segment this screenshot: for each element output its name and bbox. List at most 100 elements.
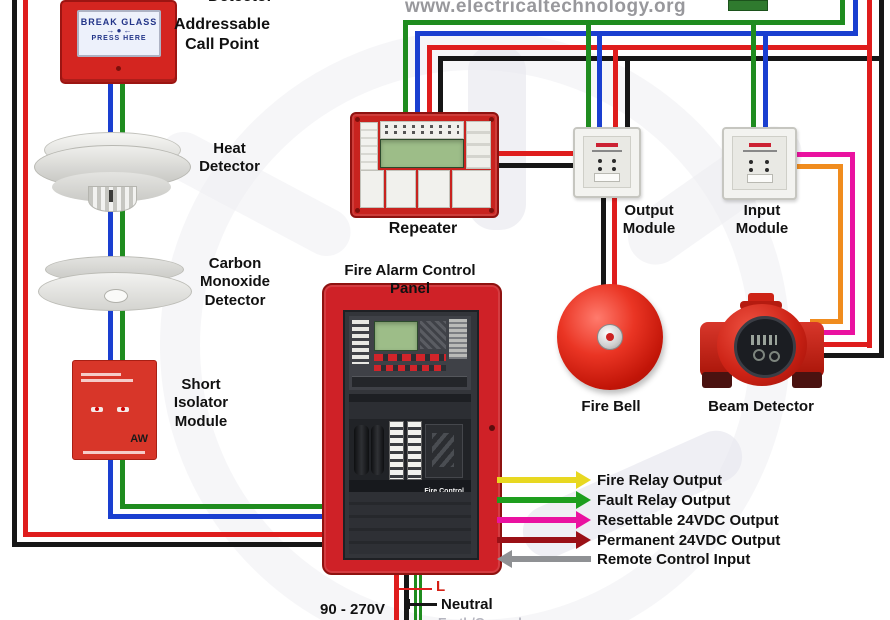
cut-bottom-label: Earth/Ground Connection bbox=[438, 616, 578, 620]
wire-green-bottom-horizontal bbox=[120, 504, 324, 509]
facp-terminal-strip-1 bbox=[389, 421, 404, 480]
carbon-monoxide-detector bbox=[38, 256, 192, 311]
facp-bottom-panel bbox=[349, 492, 471, 554]
repeater-right-buttons bbox=[466, 121, 491, 169]
wire-black-left-vertical bbox=[12, 0, 17, 547]
facp-control-board bbox=[349, 316, 471, 390]
repeater-bottom-module-2 bbox=[386, 170, 416, 208]
live-label: L bbox=[436, 578, 446, 595]
wire-red-top-horizontal bbox=[427, 45, 872, 50]
fire-relay-output-arrow bbox=[497, 471, 591, 489]
permanent-24vdc-output-label: Permanent 24VDC Output bbox=[597, 532, 781, 549]
repeater-led-strip bbox=[380, 121, 464, 139]
beam-detector-label: Beam Detector bbox=[708, 398, 814, 415]
repeater-panel bbox=[350, 112, 499, 218]
input-module-terminal-4 bbox=[765, 168, 769, 172]
repeater-label: Repeater bbox=[388, 220, 458, 237]
beam-detector-lens bbox=[734, 316, 796, 378]
addressable-call-point: BREAK GLASS → ● ← PRESS HERE bbox=[60, 0, 177, 84]
fire-relay-arrow-head bbox=[576, 471, 591, 489]
input-module-slot bbox=[746, 174, 773, 183]
facp-red-button-row-1 bbox=[374, 354, 446, 361]
heat-detector bbox=[34, 130, 191, 212]
wire-black-mains-neutral bbox=[404, 569, 409, 620]
facp-brand: Fire Control bbox=[424, 486, 471, 498]
wire-green-top-horizontal bbox=[403, 20, 845, 25]
fault-relay-output-arrow bbox=[497, 491, 591, 509]
remote-control-arrow-shaft bbox=[511, 556, 591, 562]
watermark-text: www.electricaltechnology.org bbox=[405, 0, 687, 17]
fire-bell bbox=[557, 284, 663, 390]
isolator-led-2 bbox=[117, 407, 129, 412]
wire-orange-right-vertical bbox=[838, 164, 843, 324]
wire-green-earth-1 bbox=[414, 569, 417, 620]
isolator-footer-line bbox=[83, 451, 145, 454]
fire-relay-output-label: Fire Relay Output bbox=[597, 472, 723, 489]
wire-black-bell-drop bbox=[601, 193, 606, 290]
facp-terminal-strip-2 bbox=[407, 421, 422, 480]
wire-black-bottom-horizontal bbox=[12, 542, 324, 547]
wire-orange-input-horizontal bbox=[791, 164, 843, 169]
wire-black-repeater-drop bbox=[438, 56, 443, 114]
cut-top-right-label bbox=[728, 0, 768, 11]
fault-relay-arrow-shaft bbox=[497, 497, 577, 503]
wire-magenta-input-horizontal bbox=[791, 152, 855, 157]
repeater-bottom-module-4 bbox=[452, 170, 491, 208]
input-module-face bbox=[732, 136, 787, 190]
wire-blue-bottom-horizontal bbox=[108, 514, 324, 519]
wire-blue-repeater-drop bbox=[415, 31, 420, 114]
remote-control-input-label: Remote Control Input bbox=[597, 551, 751, 568]
repeater-screw-br bbox=[489, 208, 494, 213]
facp-battery-1 bbox=[354, 425, 369, 475]
facp-red-button-row-2 bbox=[374, 365, 446, 371]
repeater-lcd-screen bbox=[380, 139, 464, 168]
isolator-text-line-1 bbox=[81, 373, 121, 376]
wire-blue-output-module-drop bbox=[597, 34, 602, 129]
repeater-screw-bl bbox=[355, 208, 360, 213]
fire-relay-arrow-shaft bbox=[497, 477, 577, 483]
isolator-led-1 bbox=[91, 407, 103, 412]
wire-red-bottom-horizontal bbox=[23, 532, 324, 537]
output-module-slot bbox=[594, 173, 620, 182]
wire-black-repeater-to-output bbox=[495, 163, 575, 168]
facp-right-label-card bbox=[449, 319, 467, 359]
permanent-arrow-head bbox=[576, 531, 591, 549]
wire-black-beam-horizontal bbox=[810, 353, 884, 358]
input-module-terminal-1 bbox=[749, 160, 753, 164]
call-point-label: Addressable Call Point bbox=[173, 16, 271, 53]
beam-detector bbox=[700, 292, 824, 394]
neutral-callout-tick bbox=[407, 599, 410, 609]
wire-black-top-horizontal bbox=[438, 56, 884, 61]
permanent-arrow-shaft bbox=[497, 537, 577, 543]
wire-green-input-module-drop bbox=[751, 23, 756, 129]
input-module bbox=[722, 127, 797, 200]
isolator-text-line-2 bbox=[81, 379, 133, 382]
cut-top-label-box: Detector bbox=[208, 0, 304, 7]
fire-bell-label: Fire Bell bbox=[581, 398, 641, 415]
heat-detector-tip bbox=[109, 190, 113, 202]
facp-mid-bay bbox=[349, 402, 471, 419]
wire-red-output-module-drop bbox=[613, 48, 618, 129]
resettable-arrow-head bbox=[576, 511, 591, 529]
break-glass-panel: BREAK GLASS → ● ← PRESS HERE bbox=[77, 10, 161, 57]
fault-relay-arrow-head bbox=[576, 491, 591, 509]
output-module-terminal-3 bbox=[612, 159, 616, 163]
isolator-brand-logo: AW bbox=[130, 433, 148, 445]
wire-black-right-vertical bbox=[879, 0, 884, 357]
cut-top-label: Detector bbox=[208, 0, 273, 7]
wire-black-output-module-drop bbox=[625, 58, 630, 129]
neutral-label: Neutral bbox=[441, 596, 493, 613]
fire-alarm-control-panel: Fire Control bbox=[322, 283, 502, 575]
output-module-label-bar bbox=[596, 143, 618, 147]
output-module bbox=[573, 127, 641, 198]
break-glass-text: BREAK GLASS bbox=[80, 17, 158, 27]
repeater-left-strip bbox=[360, 122, 378, 176]
fault-relay-output-label: Fault Relay Output bbox=[597, 492, 731, 509]
input-module-terminal-3 bbox=[765, 160, 769, 164]
repeater-screw-tl bbox=[355, 117, 360, 122]
output-module-terminal-4 bbox=[612, 167, 616, 171]
wire-green-earth-2 bbox=[419, 569, 422, 620]
facp-lcd-screen bbox=[374, 321, 418, 351]
repeater-bottom-module-3 bbox=[418, 170, 450, 208]
